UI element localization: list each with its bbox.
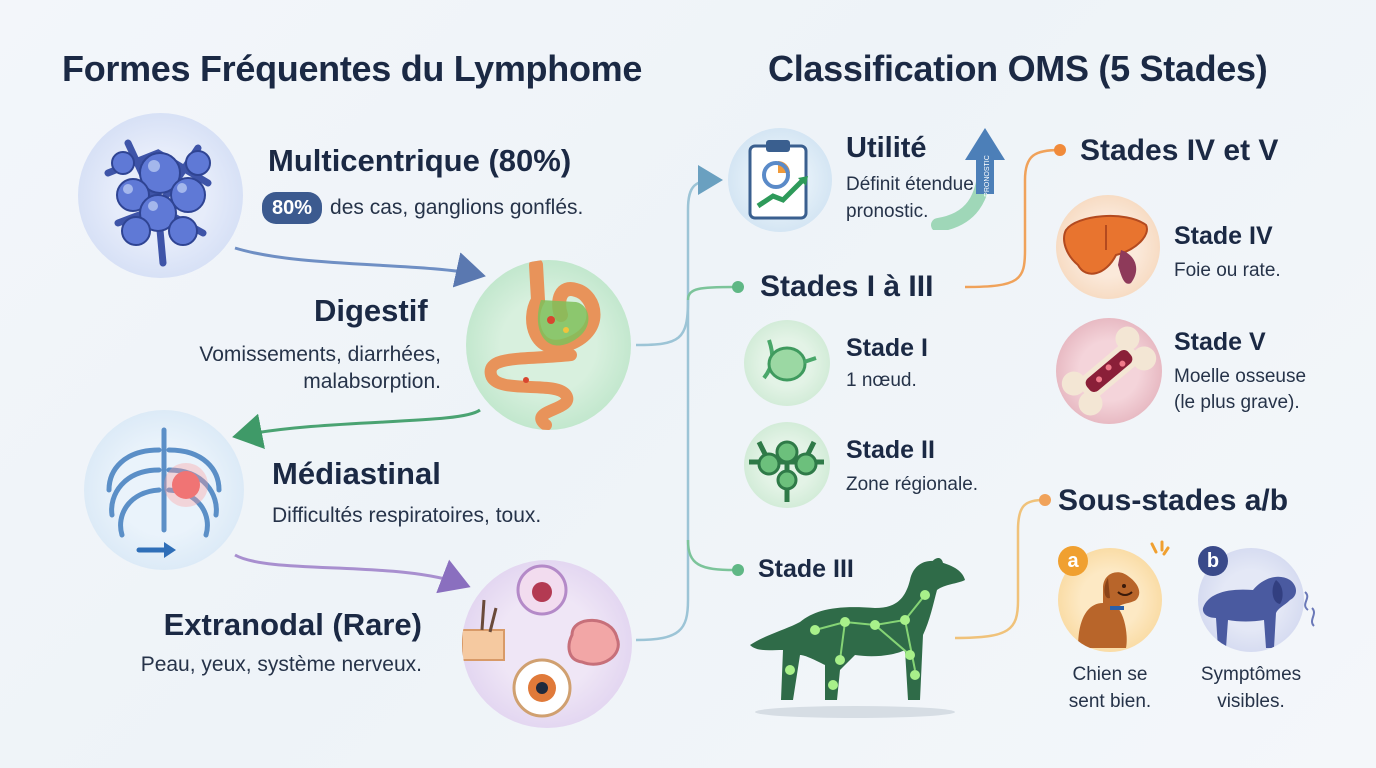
bone-marrow-icon (1056, 318, 1162, 424)
multicentric-description: 80% des cas, ganglions gonflés. (262, 192, 583, 224)
substage-b-badge: b (1198, 546, 1228, 576)
sick-dog-icon (1198, 548, 1304, 652)
single-node-icon (744, 320, 830, 406)
extranodal-heading: Extranodal (Rare) (163, 607, 422, 642)
skin-eye-brain-icon (462, 560, 632, 728)
stage-2-text: Zone régionale. (846, 474, 979, 495)
digestive-text-line1: Vomissements, diarrhées, (199, 343, 441, 366)
stages-4-5-heading: Stades IV et V (1080, 134, 1279, 167)
stage-4-heading: Stade IV (1174, 222, 1273, 250)
multicentric-heading: Multicentrique (80%) (268, 143, 572, 178)
substage-a-line1: Chien se (1072, 664, 1148, 685)
substages-heading: Sous-stades a/b (1058, 484, 1289, 517)
stage-5-heading: Stade V (1174, 328, 1266, 356)
extranodal-text: Peau, yeux, système nerveux. (140, 653, 422, 676)
digestive-text-line2: malabsorption. (303, 370, 441, 393)
stage-1-heading: Stade I (846, 334, 928, 362)
digestive-heading: Digestif (314, 293, 428, 328)
prognosis-label: PRONOSTIC (984, 155, 991, 197)
percent-badge: 80% (262, 192, 323, 224)
substage-b-line2: visibles. (1217, 691, 1285, 712)
stage-5-text-line2: (le plus grave). (1174, 392, 1300, 413)
utility-text-line2: pronostic. (846, 201, 929, 222)
mediastinal-heading: Médiastinal (272, 456, 441, 491)
wavy-lines-icon (1304, 591, 1315, 627)
dog-lymph-map-icon (750, 558, 965, 718)
stage-1-text: 1 nœud. (846, 370, 917, 391)
stage-2-heading: Stade II (846, 436, 935, 464)
clipboard-chart-icon (728, 128, 832, 232)
utility-heading: Utilité (846, 132, 927, 164)
stage-4-text: Foie ou rate. (1174, 260, 1281, 281)
liver-spleen-icon (1056, 195, 1160, 299)
right-section-title: Classification OMS (5 Stades) (768, 48, 1268, 89)
substage-a-line2: sent bien. (1068, 691, 1152, 712)
stomach-intestine-icon (466, 260, 631, 430)
lymph-nodes-cluster-icon (78, 113, 243, 278)
regional-nodes-icon (744, 422, 830, 508)
stage-3-heading: Stade III (758, 555, 854, 583)
stage-5-text-line1: Moelle osseuse (1174, 366, 1307, 387)
substage-b-line1: Symptômes (1200, 664, 1302, 685)
mediastinal-text: Difficultés respiratoires, toux. (272, 504, 542, 527)
multicentric-text: des cas, ganglions gonflés. (330, 196, 584, 219)
prognosis-arrow-icon: PRONOSTIC (931, 128, 1005, 230)
left-section-title: Formes Fréquentes du Lymphome (62, 48, 643, 89)
sparkle-icon (1150, 540, 1170, 556)
utility-text-line1: Définit étendue, (846, 174, 980, 195)
substage-a-badge: a (1058, 546, 1088, 576)
stages-1-3-heading: Stades I à III (760, 270, 934, 303)
ribcage-lungs-icon (84, 410, 244, 570)
